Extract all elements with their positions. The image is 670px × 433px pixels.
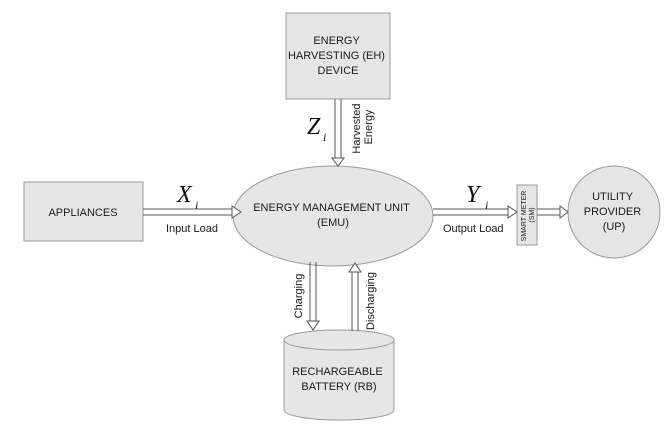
var-x: X i bbox=[176, 182, 198, 212]
eh-line-1: ENERGY bbox=[313, 35, 360, 47]
output-load-label: Output Load bbox=[443, 223, 504, 235]
harvested-energy-line-2: Energy bbox=[363, 109, 375, 144]
emu-line-2: (EMU) bbox=[317, 217, 349, 229]
output-load-arrow bbox=[433, 205, 518, 219]
svg-text:SMART METER (SM): SMART METER (SM) bbox=[521, 189, 536, 242]
svg-text:ENERGY MANAGEMENT UNIT (: ENERGY MANAGEMENT UNIT (EMU) bbox=[253, 202, 413, 229]
utility-line-2: PROVIDER bbox=[584, 206, 642, 218]
input-load-label: Input Load bbox=[166, 223, 218, 235]
energy-management-unit-block: ENERGY MANAGEMENT UNIT (EMU) bbox=[232, 165, 434, 267]
discharging-label: Discharging bbox=[365, 272, 377, 330]
harvested-energy-line-1: Harvested bbox=[351, 103, 363, 153]
utility-provider-block: UTILITY PROVIDER (UP) bbox=[567, 165, 661, 259]
discharging-arrow bbox=[348, 262, 362, 331]
z-subscript: i bbox=[323, 130, 326, 144]
input-load-arrow bbox=[143, 205, 242, 219]
utility-line-3: (UP) bbox=[603, 221, 626, 233]
eh-line-2: HARVESTING (EH) bbox=[288, 50, 385, 62]
smart-meter-block: SMART METER (SM) bbox=[516, 184, 538, 246]
svg-text:RECHARGEABLE BATTERY (RB: RECHARGEABLE BATTERY (RB) bbox=[292, 366, 386, 393]
x-subscript: i bbox=[195, 198, 198, 212]
energy-harvesting-device-block: ENERGY HARVESTING (EH) DEVICE bbox=[285, 12, 391, 100]
emu-line-1: ENERGY MANAGEMENT UNIT bbox=[253, 202, 410, 214]
utility-line-1: UTILITY bbox=[592, 191, 634, 203]
eh-line-3: DEVICE bbox=[318, 65, 359, 77]
battery-line-2: BATTERY (RB) bbox=[301, 381, 376, 393]
z-symbol: Z bbox=[307, 114, 321, 140]
meter-to-utility-arrow bbox=[537, 205, 569, 219]
harvest-arrow bbox=[331, 99, 345, 167]
appliances-block: APPLIANCES bbox=[23, 181, 144, 242]
smart-meter-line-1: SMART METER bbox=[521, 191, 528, 242]
y-symbol: Y bbox=[466, 182, 482, 208]
appliances-label: APPLIANCES bbox=[48, 207, 117, 219]
svg-text:UTILITY PROVIDER (: UTILITY PROVIDER (UP) bbox=[584, 191, 645, 233]
battery-line-1: RECHARGEABLE bbox=[292, 366, 382, 378]
var-z: Z i bbox=[307, 114, 326, 144]
rechargeable-battery-block: RECHARGEABLE BATTERY (RB) bbox=[283, 329, 395, 421]
var-y: Y i bbox=[466, 182, 488, 212]
harvested-energy-label: Harvested Energy bbox=[351, 100, 375, 153]
charging-label: Charging bbox=[293, 274, 305, 319]
charging-arrow bbox=[306, 262, 320, 331]
y-subscript: i bbox=[485, 198, 488, 212]
smart-meter-line-2: (SM) bbox=[529, 207, 536, 222]
x-symbol: X bbox=[176, 182, 193, 208]
svg-text:ENERGY HARVESTING (EH): ENERGY HARVESTING (EH) DEVICE bbox=[288, 35, 388, 77]
